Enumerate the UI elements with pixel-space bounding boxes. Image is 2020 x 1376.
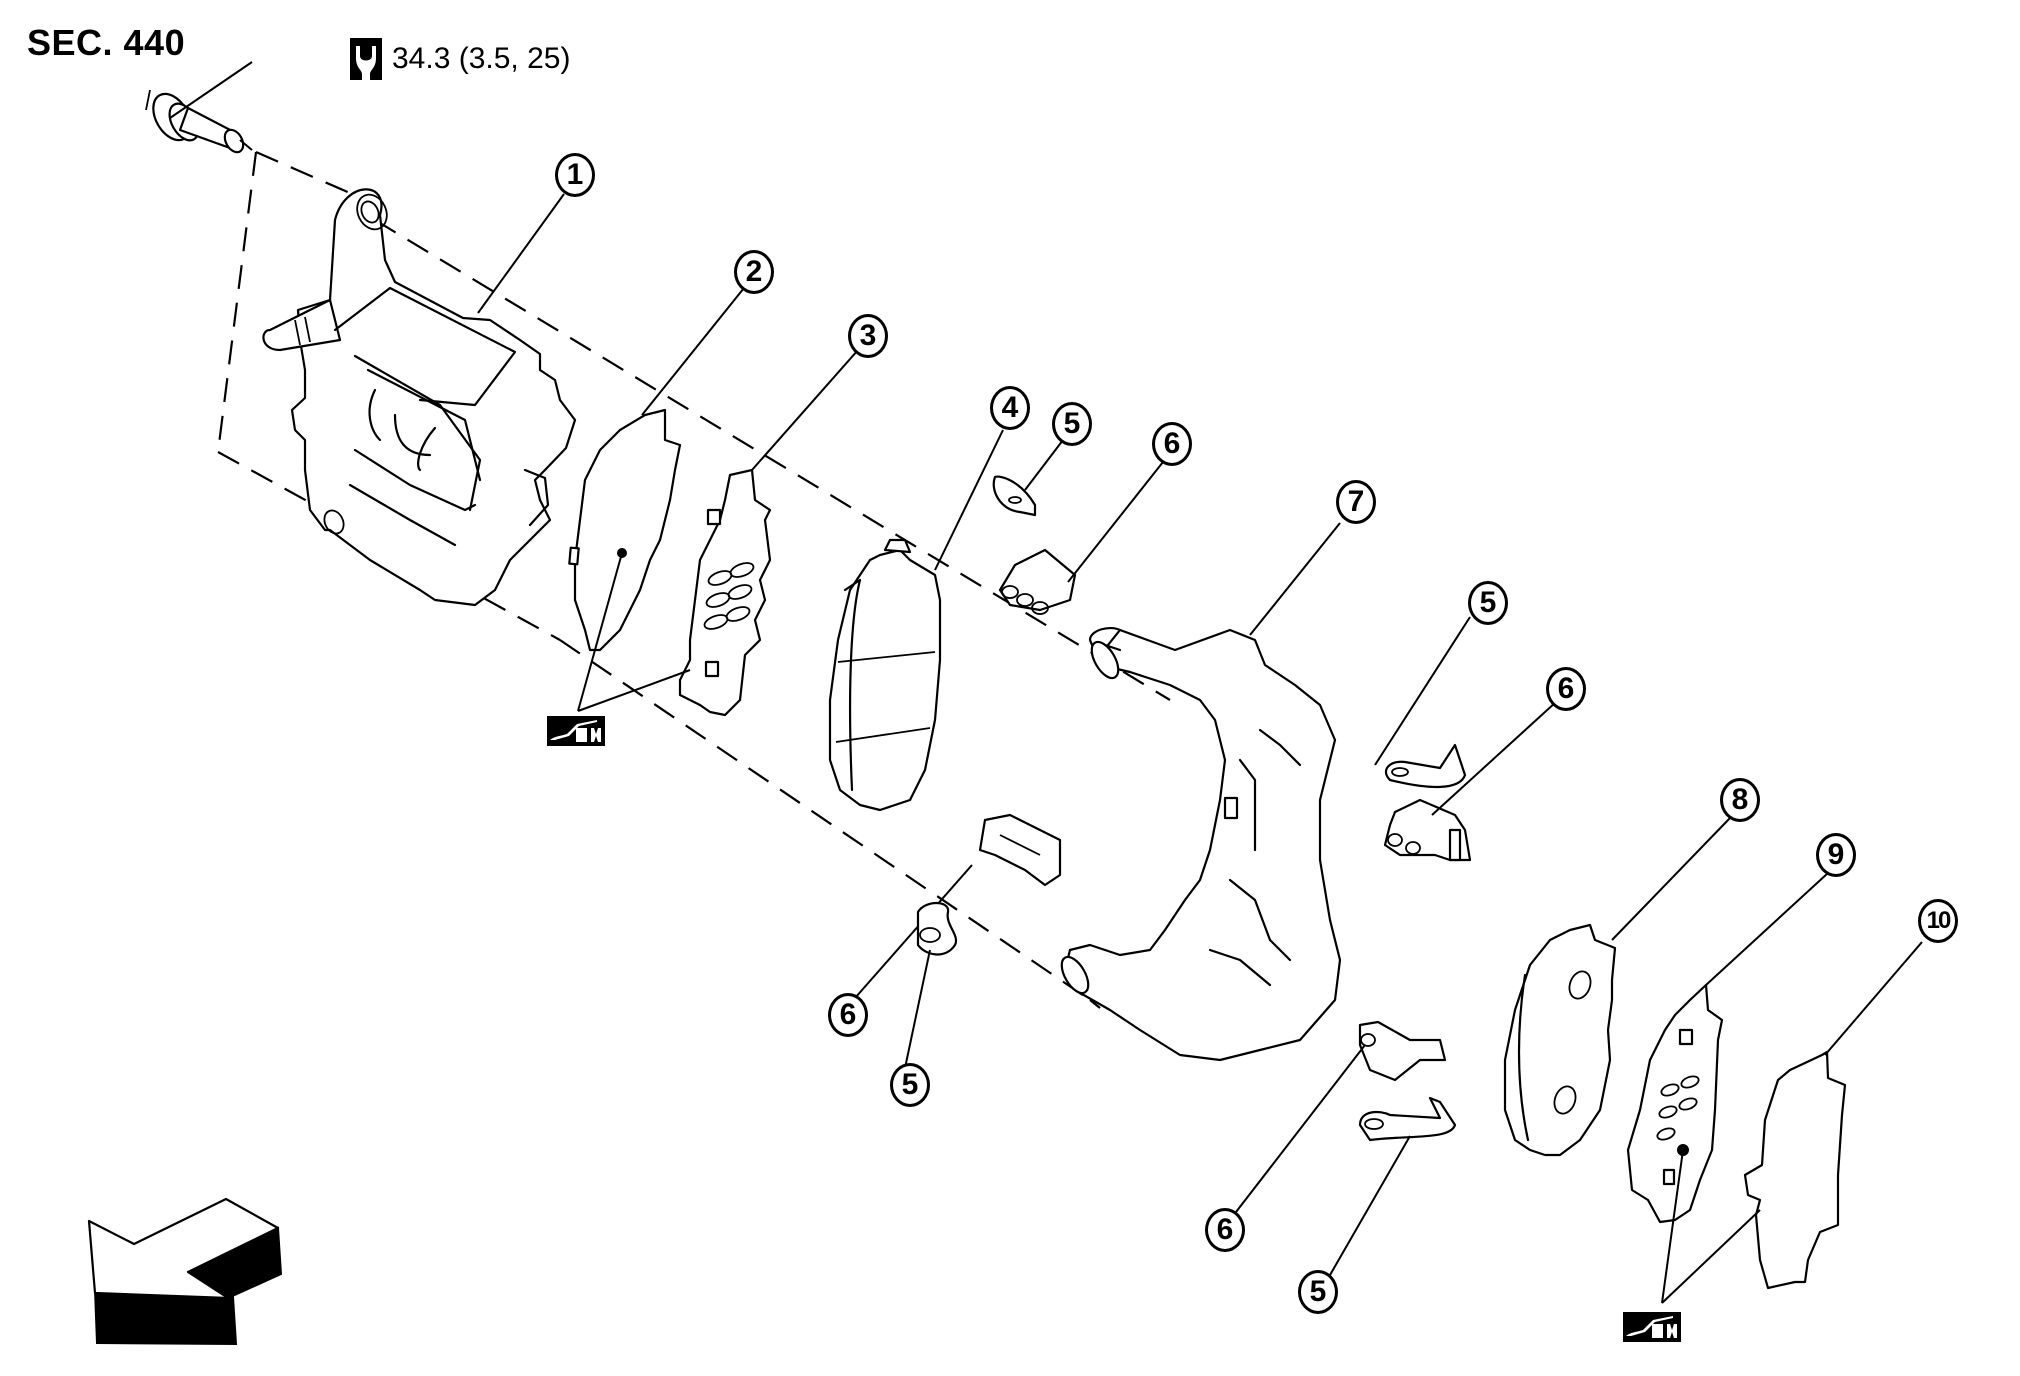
bolt-part bbox=[145, 89, 245, 154]
grease-apply-icon bbox=[1623, 1312, 1681, 1342]
inner-shim-cover-part bbox=[568, 408, 682, 652]
outer-shim-cover-part bbox=[1743, 1050, 1847, 1290]
torque-member-part bbox=[1060, 626, 1342, 1062]
callout-4: 4 bbox=[990, 386, 1030, 430]
outer-pad-part bbox=[1503, 923, 1617, 1157]
callout-1: 1 bbox=[555, 153, 595, 197]
pad-return-spring-part bbox=[992, 475, 1037, 517]
callout-10: 10 bbox=[1918, 899, 1958, 943]
caliper-body-part bbox=[262, 188, 577, 607]
torque-value: 34.3 (3.5, 25) bbox=[392, 42, 571, 75]
callout-5: 5 bbox=[1468, 581, 1508, 625]
pad-retainer-part-2 bbox=[1383, 798, 1472, 862]
pad-return-spring-part-2 bbox=[1384, 743, 1467, 788]
pad-return-spring-part-3 bbox=[916, 901, 958, 956]
bolt-leader bbox=[169, 61, 253, 119]
callout-5: 5 bbox=[1298, 1270, 1338, 1314]
grease-apply-icon bbox=[547, 716, 605, 746]
callout-5: 5 bbox=[890, 1063, 930, 1107]
callout-5: 5 bbox=[1052, 402, 1092, 446]
callout-7: 7 bbox=[1336, 480, 1376, 524]
callout-6: 6 bbox=[1546, 667, 1586, 711]
section-label: SEC. 440 bbox=[27, 22, 186, 63]
outer-shim-part bbox=[1626, 983, 1724, 1224]
inner-shim-part bbox=[678, 468, 772, 717]
callout-6: 6 bbox=[828, 993, 868, 1037]
callout-9: 9 bbox=[1816, 833, 1856, 877]
torque-wrench-icon bbox=[350, 38, 382, 80]
torque-spec: 34.3 (3.5, 25) bbox=[350, 38, 570, 80]
inner-pad-part bbox=[828, 538, 942, 812]
callout-6: 6 bbox=[1205, 1208, 1245, 1252]
callout-3: 3 bbox=[848, 314, 888, 358]
callout-6: 6 bbox=[1152, 422, 1192, 466]
callout-2: 2 bbox=[734, 250, 774, 294]
vehicle-front-arrow-icon bbox=[87, 1197, 283, 1346]
pad-return-spring-part-4 bbox=[1358, 1096, 1457, 1142]
callout-8: 8 bbox=[1720, 778, 1760, 822]
pad-retainer-part-3 bbox=[978, 813, 1062, 887]
pad-retainer-part-4 bbox=[1358, 1020, 1447, 1082]
pad-retainer-part bbox=[998, 548, 1077, 615]
